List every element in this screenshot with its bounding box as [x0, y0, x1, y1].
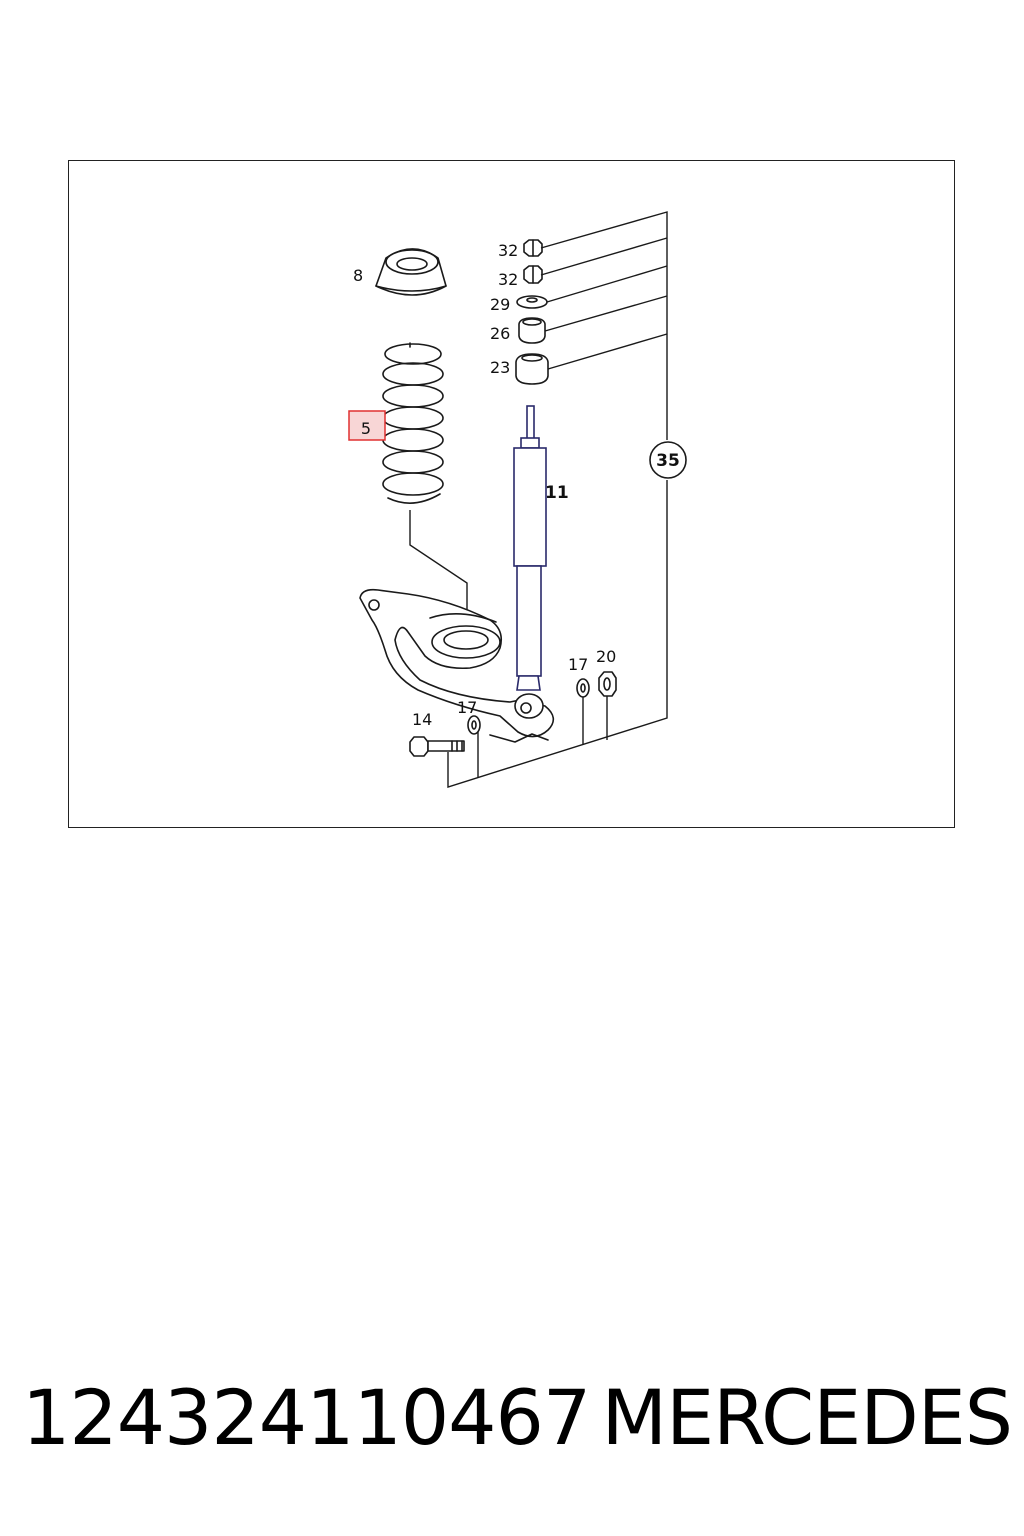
bolt-part[interactable]	[409, 736, 465, 757]
highlight-box	[348, 410, 386, 441]
hex-nut-part[interactable]	[523, 239, 543, 257]
nut-part[interactable]	[598, 671, 617, 697]
diagram-frame	[68, 160, 955, 828]
control-arm-part[interactable]	[359, 588, 555, 743]
callout-5: 5	[361, 419, 371, 438]
hex-nut-part-2[interactable]	[523, 265, 543, 284]
callout-35-circle	[649, 441, 687, 479]
callout-11: 11	[545, 483, 569, 503]
footer: 124324110467 MERCEDES	[22, 1372, 1013, 1462]
coil-spring-part[interactable]	[382, 342, 444, 504]
callout-26: 26	[490, 324, 510, 343]
callout-29: 29	[490, 295, 510, 314]
callout-14: 14	[412, 710, 432, 729]
rubber-bushing-part-2[interactable]	[515, 353, 549, 385]
washer-part-17-left[interactable]	[467, 715, 481, 735]
washer-part[interactable]	[516, 295, 548, 309]
callout-20: 20	[596, 647, 616, 666]
brand-name: MERCEDES	[601, 1372, 1013, 1462]
callout-17-right: 17	[568, 655, 588, 674]
callout-23: 23	[490, 358, 510, 377]
kit-35-bracket	[447, 211, 668, 788]
callout-32-upper: 32	[498, 241, 518, 260]
rubber-bushing-part[interactable]	[518, 317, 546, 344]
callout-8: 8	[353, 266, 363, 285]
callout-35: 35	[656, 451, 680, 471]
shock-absorber-part[interactable]	[513, 405, 547, 719]
part-number: 124324110467	[22, 1372, 591, 1462]
callout-17-left: 17	[457, 698, 477, 717]
callout-32-lower: 32	[498, 270, 518, 289]
spring-pad-part[interactable]	[375, 248, 447, 296]
washer-part-17-right[interactable]	[576, 678, 590, 698]
